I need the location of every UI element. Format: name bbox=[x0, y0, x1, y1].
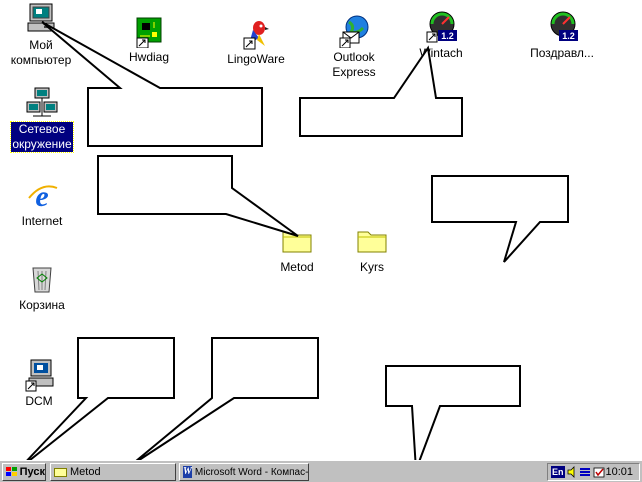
mail-globe-icon bbox=[337, 14, 371, 49]
parrot-icon bbox=[239, 16, 273, 50]
computer-icon bbox=[24, 2, 58, 36]
metod-folder-item[interactable]: Metod bbox=[252, 224, 342, 275]
lingoware-icon-item[interactable]: LingoWare bbox=[211, 16, 301, 67]
folder-icon bbox=[355, 224, 389, 258]
outlook-express-label: Outlook Express bbox=[332, 50, 376, 79]
start-label: Пуск bbox=[19, 466, 45, 478]
taskbar: Пуск Metod W Microsoft Word - Компас-...… bbox=[0, 460, 642, 482]
taskbar-item-label: Metod bbox=[70, 466, 101, 478]
taskbar-item-label: Microsoft Word - Компас-... bbox=[194, 466, 309, 478]
svg-text:e: e bbox=[35, 180, 48, 212]
speaker-icon[interactable] bbox=[567, 466, 577, 478]
start-button[interactable]: Пуск bbox=[2, 463, 46, 481]
internet-icon-item[interactable]: e Internet bbox=[0, 178, 87, 229]
svg-text:1.2: 1.2 bbox=[562, 31, 575, 41]
tachometer-shortcut-icon: 1.2 bbox=[545, 10, 579, 44]
internet-label: Internet bbox=[21, 214, 63, 228]
lingoware-label: LingoWare bbox=[227, 52, 285, 66]
my-computer-icon-item[interactable]: Мой компьютер bbox=[0, 2, 86, 68]
circuit-board-icon bbox=[132, 14, 166, 49]
wintach-label: Wintach bbox=[419, 46, 463, 60]
windows-logo-icon bbox=[6, 466, 17, 478]
pozdravl-icon-item[interactable]: 1.2 Поздравл... bbox=[517, 10, 607, 61]
desktop: Мой компьютер Hwdiag bbox=[0, 2, 607, 409]
tachometer-icon: 1.2 bbox=[424, 10, 458, 44]
taskbar-item-word[interactable]: W Microsoft Word - Компас-... bbox=[179, 463, 309, 481]
system-tray: En 10:01 bbox=[547, 463, 640, 481]
recycle-bin-icon bbox=[25, 262, 59, 296]
pozdravl-label: Поздравл... bbox=[530, 46, 594, 60]
dcm-icon-item[interactable]: DCM bbox=[0, 358, 84, 409]
hwdiag-label: Hwdiag bbox=[128, 50, 170, 64]
kyrs-folder-item[interactable]: Kyrs bbox=[327, 224, 417, 275]
hwdiag-icon-item[interactable]: Hwdiag bbox=[104, 14, 194, 65]
dcm-label: DCM bbox=[25, 394, 53, 408]
kyrs-label: Kyrs bbox=[360, 260, 384, 274]
my-computer-label: Мой компьютер bbox=[10, 38, 72, 67]
scheduler-icon[interactable] bbox=[593, 466, 605, 478]
folder-icon bbox=[280, 224, 314, 258]
svg-text:1.2: 1.2 bbox=[441, 31, 454, 41]
keyboard-switcher-icon[interactable] bbox=[579, 466, 591, 478]
taskbar-item-metod[interactable]: Metod bbox=[50, 463, 176, 481]
word-icon: W bbox=[183, 466, 192, 478]
network-computers-icon bbox=[25, 86, 59, 120]
folder-icon bbox=[54, 467, 67, 477]
network-neighborhood-icon-item[interactable]: Сетевое окружение bbox=[0, 86, 87, 153]
internet-explorer-icon: e bbox=[25, 178, 59, 213]
wintach-icon-item[interactable]: 1.2 Wintach bbox=[396, 10, 486, 61]
recycle-bin-icon-item[interactable]: Корзина bbox=[0, 262, 87, 313]
clock[interactable]: 10:01 bbox=[605, 466, 633, 478]
language-indicator[interactable]: En bbox=[551, 466, 565, 478]
recycle-bin-label: Корзина bbox=[19, 298, 65, 312]
network-neighborhood-label: Сетевое окружение bbox=[10, 121, 74, 153]
outlook-express-icon-item[interactable]: Outlook Express bbox=[309, 14, 399, 80]
computer-shortcut-icon bbox=[22, 358, 56, 392]
metod-label: Metod bbox=[280, 260, 314, 274]
